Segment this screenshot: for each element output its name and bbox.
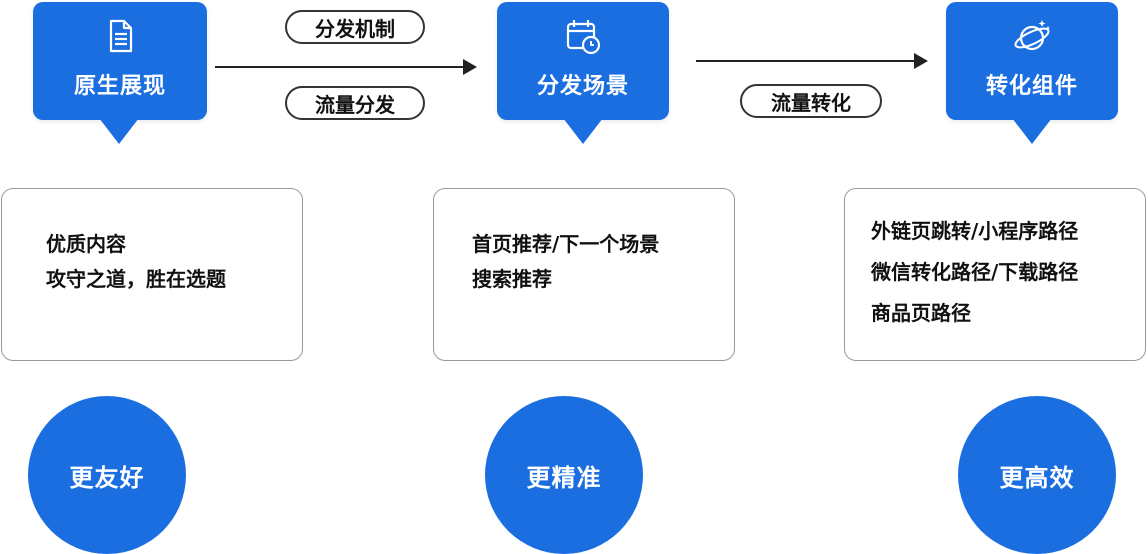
outcome-circle: 更精准 xyxy=(485,396,643,554)
card-native-display-details: 优质内容 攻守之道，胜在选题 xyxy=(1,188,303,361)
outcome-circle: 更高效 xyxy=(958,396,1116,554)
edge-label: 分发机制 xyxy=(285,10,425,44)
node-pointer xyxy=(99,118,139,144)
edge-arrow xyxy=(696,53,928,69)
node-title: 原生展现 xyxy=(73,74,166,99)
node-title: 分发场景 xyxy=(536,74,629,99)
planet-icon xyxy=(1014,20,1050,51)
card-line: 微信转化路径/下载路径 xyxy=(871,260,1079,284)
edge-arrow xyxy=(215,59,477,75)
edge-label: 流量分发 xyxy=(285,86,425,120)
card-line: 商品页路径 xyxy=(871,301,971,325)
card-distribution-details: 首页推荐/下一个场景 搜索推荐 xyxy=(433,188,735,361)
node-pointer xyxy=(1012,118,1052,144)
card-line: 搜索推荐 xyxy=(472,267,552,291)
card-line: 优质内容 xyxy=(46,232,126,256)
calendar-clock-icon xyxy=(566,20,601,55)
card-line: 外链页跳转/小程序路径 xyxy=(871,219,1079,243)
node-distribution-scenario: 分发场景 xyxy=(497,2,669,120)
node-pointer xyxy=(563,118,603,144)
node-native-display: 原生展现 xyxy=(33,2,207,120)
card-line: 攻守之道，胜在选题 xyxy=(46,267,226,291)
edge-label: 流量转化 xyxy=(740,84,882,118)
node-conversion-component: 转化组件 xyxy=(946,2,1118,120)
card-conversion-details: 外链页跳转/小程序路径 微信转化路径/下载路径 商品页路径 xyxy=(844,188,1146,361)
document-icon xyxy=(109,19,133,53)
node-title: 转化组件 xyxy=(985,74,1078,99)
card-line: 首页推荐/下一个场景 xyxy=(472,232,660,256)
outcome-circle: 更友好 xyxy=(28,396,186,554)
